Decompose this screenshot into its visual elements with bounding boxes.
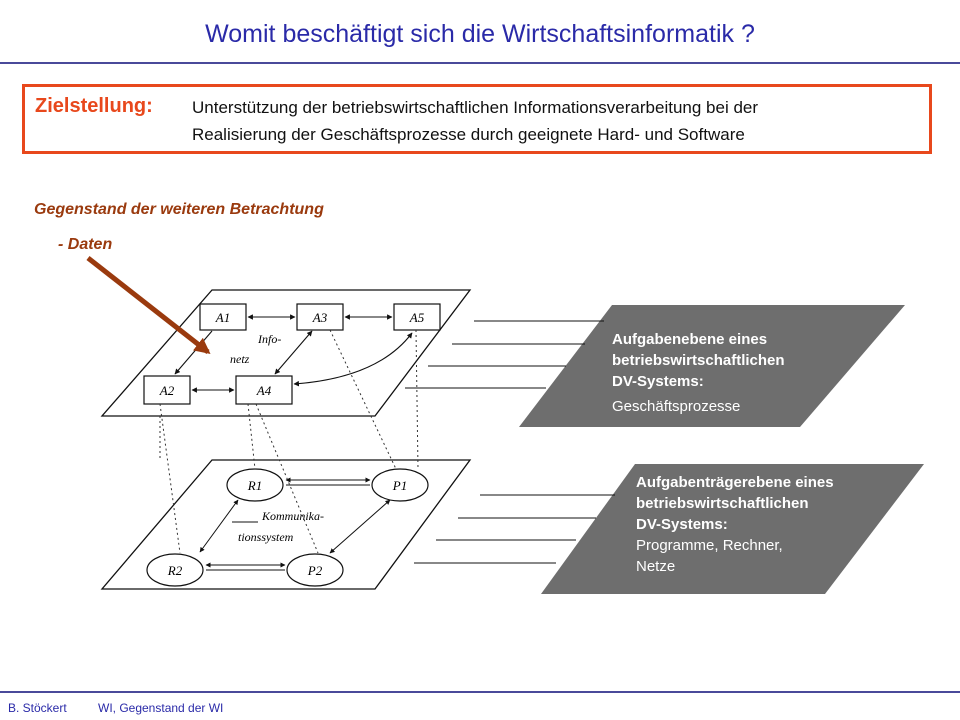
section-heading: Gegenstand der weiteren Betrachtung — [34, 201, 324, 218]
node-a3: A3 — [312, 310, 328, 325]
footer-divider — [0, 691, 960, 693]
page-title: Womit beschäftigt sich die Wirtschaftsin… — [205, 20, 755, 48]
goal-box: Zielstellung: Unterstützung der betriebs… — [22, 84, 932, 154]
node-r2-ellipse — [146, 553, 204, 587]
upper-caption-line-3: DV-Systems: — [612, 373, 704, 390]
node-p1-ellipse — [371, 468, 429, 502]
lower-caption-line-5: Netze — [636, 558, 676, 575]
upper-caption-line-1: Aufgabenebene eines — [612, 331, 768, 348]
goal-label: Zielstellung: — [35, 95, 153, 117]
node-a1: A1 — [215, 310, 230, 325]
node-p1: P1 — [392, 478, 407, 493]
lower-caption-line-2: betriebswirtschaftlichen — [636, 495, 809, 512]
daten-pointer-arrow — [86, 256, 211, 354]
title-divider — [0, 62, 960, 64]
lower-plane-caption: Aufgabenträgerebene eines betriebswirtsc… — [636, 472, 834, 577]
upper-center-label-1: Info- — [257, 332, 281, 346]
lower-caption-line-1: Aufgabenträgerebene eines — [636, 474, 834, 491]
upper-gray-plane — [519, 305, 905, 427]
node-a1-box — [199, 303, 247, 331]
footer-topic: WI, Gegenstand der WI — [98, 701, 224, 715]
node-a5: A5 — [409, 310, 425, 325]
node-r2: R2 — [167, 563, 183, 578]
node-a4: A4 — [256, 383, 272, 398]
footer-author: B. Stöckert — [8, 701, 67, 715]
node-a4-box — [235, 375, 293, 405]
node-p2: P2 — [307, 563, 323, 578]
node-a5-box — [393, 303, 441, 331]
lower-gray-plane — [541, 464, 924, 594]
list-item-daten: - Daten — [58, 236, 113, 253]
upper-caption-line-2: betriebswirtschaftlichen — [612, 352, 785, 369]
node-r1: R1 — [247, 478, 262, 493]
goal-text-line-2: Realisierung der Geschäftsprozesse durch… — [192, 125, 745, 144]
node-a2: A2 — [159, 383, 175, 398]
upper-center-label-2: netz — [230, 352, 250, 366]
upper-plane-caption: Aufgabenebene eines betriebswirtschaftli… — [612, 329, 785, 417]
node-a2-box — [143, 375, 191, 405]
lower-caption-line-3: DV-Systems: — [636, 516, 728, 533]
goal-text-line-1: Unterstützung der betriebswirtschaftlich… — [192, 98, 759, 117]
node-p2-ellipse — [286, 553, 344, 587]
lower-center-label-1: Kommunika- — [261, 509, 324, 523]
lower-caption-line-4: Programme, Rechner, — [636, 537, 783, 554]
upper-caption-line-4: Geschäftsprozesse — [612, 398, 741, 415]
node-a3-box — [296, 303, 344, 331]
lower-center-label-2: tionssystem — [238, 530, 294, 544]
